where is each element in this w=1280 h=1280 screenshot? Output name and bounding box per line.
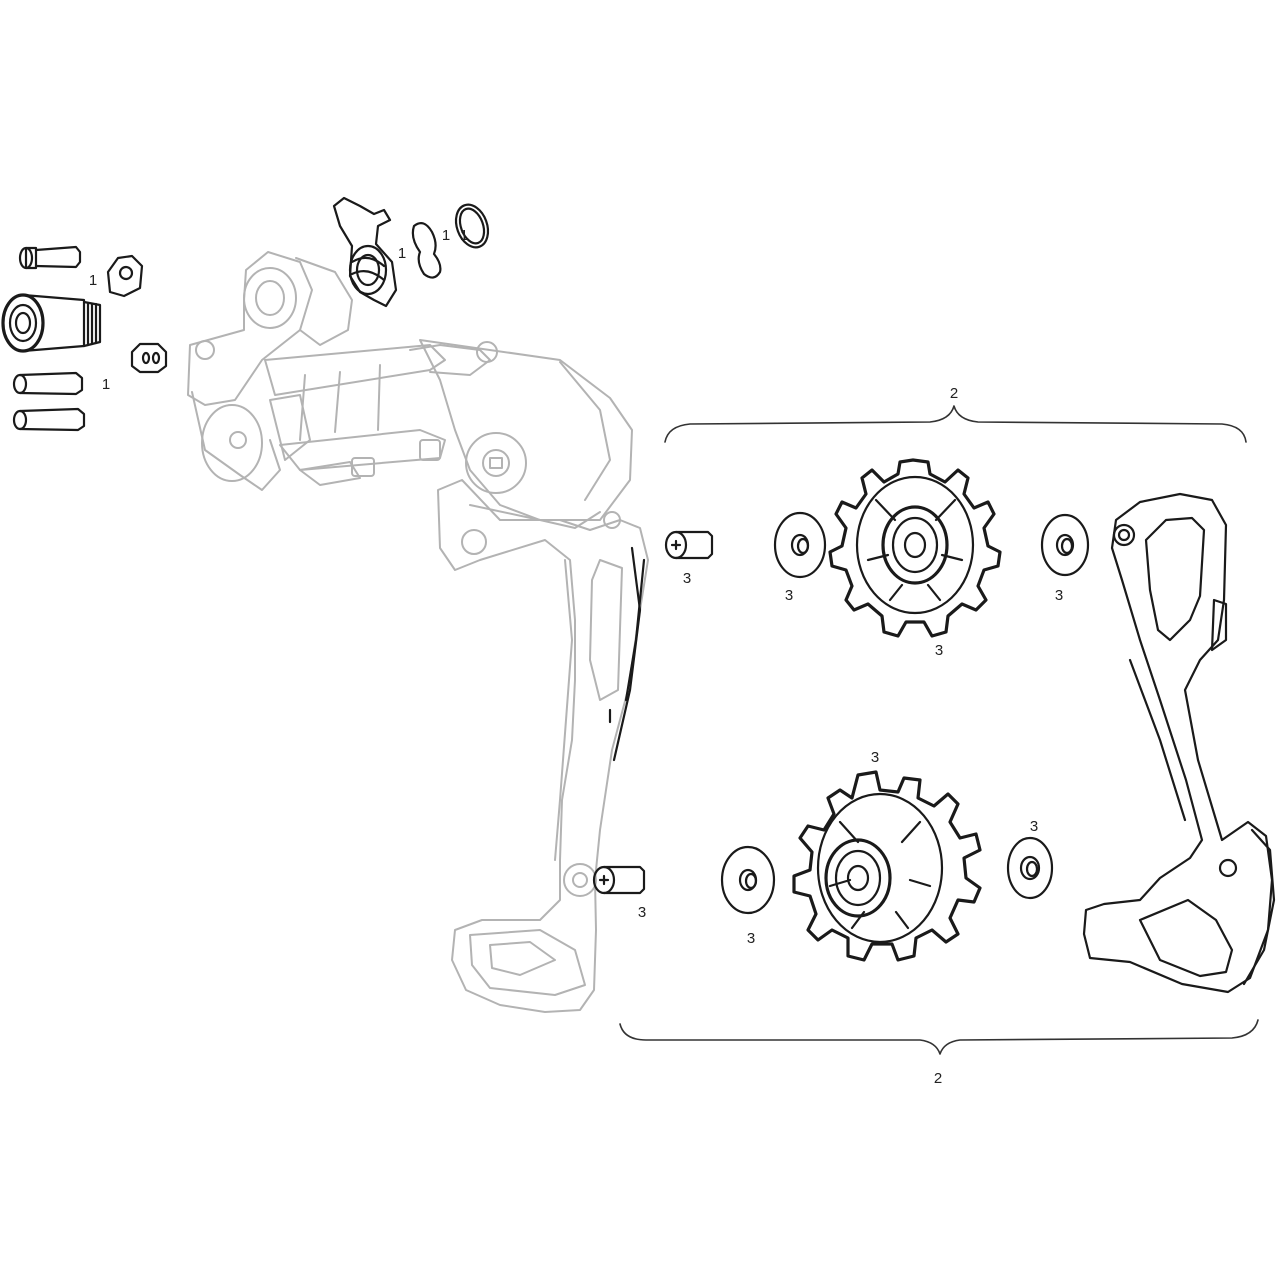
callout-lower-kit: 2 [934, 1070, 942, 1087]
callout-b-knuckle: 1 [398, 245, 406, 262]
callout-upper-bolt: 3 [683, 570, 691, 587]
inner-cage-plate [1082, 492, 1276, 994]
upper-pulley-bolt [664, 530, 714, 560]
callout-lower-right-washer: 3 [1030, 818, 1038, 835]
limit-screw-upper [12, 371, 84, 396]
upper-pulley-wheel [828, 458, 1002, 638]
hanger-clip [411, 222, 442, 279]
b-knuckle-bolt [1, 293, 102, 353]
callout-upper-left-washer: 3 [785, 587, 793, 604]
lower-left-washer [720, 845, 776, 915]
callout-lower-pulley: 3 [871, 749, 879, 766]
lower-kit-brace [619, 1019, 1259, 1055]
callout-lower-bolt: 3 [638, 904, 646, 921]
derailleur-body-ghost [187, 251, 649, 1013]
o-ring [454, 203, 490, 249]
lower-pulley-wheel [792, 770, 982, 962]
callout-o-ring: 1 [460, 227, 468, 244]
b-knuckle-spring-assembly [332, 196, 398, 308]
callout-cable-anchor: 1 [89, 272, 97, 289]
callout-upper-pulley: 3 [935, 642, 943, 659]
upper-right-washer [1040, 513, 1090, 577]
limit-screw-lower [12, 407, 86, 432]
callout-top-bolt-group: 1 [102, 376, 110, 393]
callout-hanger-clip: 1 [442, 227, 450, 244]
limit-screw-plate [130, 342, 168, 374]
cable-anchor-bracket [106, 254, 144, 298]
lower-right-washer [1006, 836, 1054, 900]
callout-lower-left-washer: 3 [747, 930, 755, 947]
callout-upper-kit: 2 [950, 385, 958, 402]
mounting-bolt-long [18, 245, 82, 270]
upper-left-washer [773, 511, 827, 579]
callout-upper-right-washer: 3 [1055, 587, 1063, 604]
lower-pulley-bolt [592, 865, 646, 895]
upper-kit-brace [664, 405, 1247, 443]
